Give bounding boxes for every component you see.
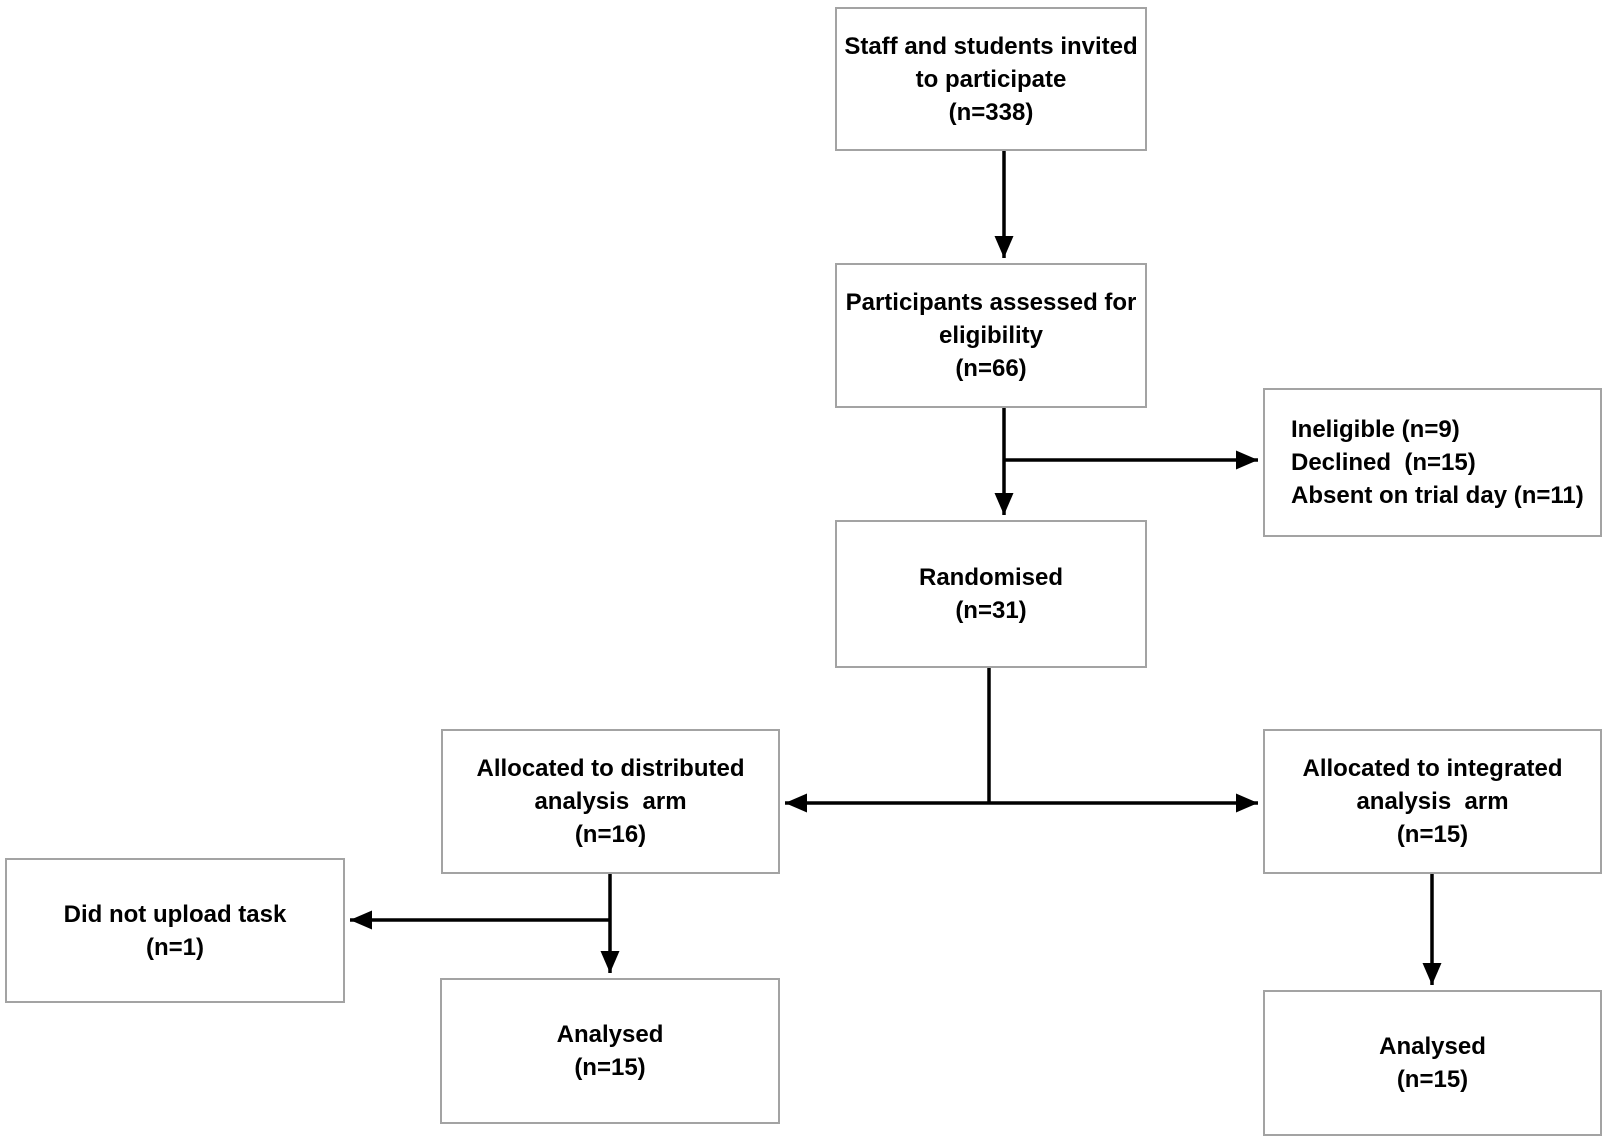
box-analysed-distributed: Analysed (n=15) [440,978,780,1124]
box-count: (n=16) [574,821,647,848]
box-count: (n=15) [574,1054,646,1081]
box-text-line: Allocated to distributed [476,755,745,782]
box-count: (n=15) [1396,821,1469,848]
box-did-not-upload-task: Did not upload task (n=1) [5,858,345,1003]
box-text-line: Participants assessed for [845,289,1137,316]
box-allocated-integrated-arm: Allocated to integrated analysis arm (n=… [1263,729,1602,874]
excluded-declined: Declined (n=15) [1291,449,1476,476]
box-text-line: Analysed [556,1021,664,1048]
box-invited-to-participate: Staff and students invited to participat… [835,7,1147,151]
box-text-line: analysis arm [534,788,687,815]
box-text-line: Analysed [1379,1033,1486,1060]
box-text-line: eligibility [938,322,1043,349]
box-allocated-distributed-arm: Allocated to distributed analysis arm (n… [441,729,780,874]
box-count: (n=31) [955,597,1027,624]
box-count: (n=66) [955,355,1027,382]
box-excluded-reasons: Ineligible (n=9) Declined (n=15) Absent … [1263,388,1602,537]
box-count: (n=15) [1396,1066,1469,1093]
box-text-line: Allocated to integrated [1302,755,1563,782]
box-count: (n=338) [948,98,1034,126]
box-randomised: Randomised (n=31) [835,520,1147,668]
box-assessed-for-eligibility: Participants assessed for eligibility (n… [835,263,1147,408]
box-count: (n=1) [145,933,204,961]
box-text-line: Randomised [918,564,1064,591]
excluded-ineligible: Ineligible (n=9) [1291,416,1460,443]
excluded-absent: Absent on trial day (n=11) [1291,482,1584,509]
box-analysed-integrated: Analysed (n=15) [1263,990,1602,1136]
box-text-line: Staff and students invited [844,32,1138,60]
box-text-line: analysis arm [1356,788,1509,815]
box-text-line: to participate [915,65,1067,93]
box-text-line: Did not upload task [63,900,287,928]
